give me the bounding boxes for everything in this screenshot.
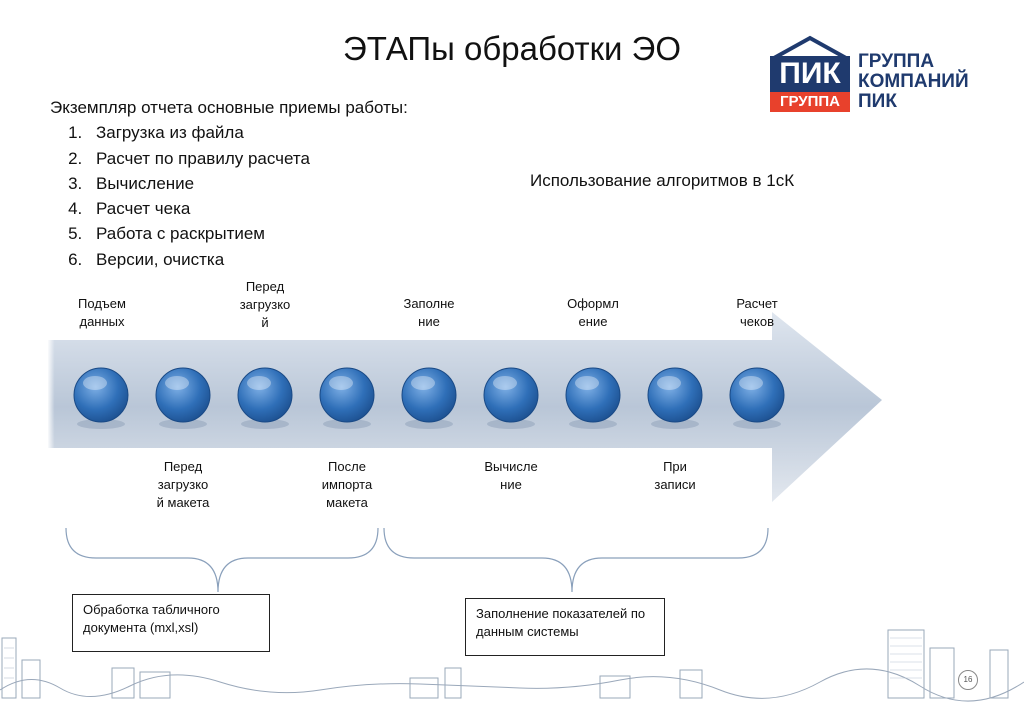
stage-circle bbox=[484, 368, 538, 422]
stage-circle bbox=[566, 368, 620, 422]
logo-text: ГРУППА КОМПАНИЙ ПИК bbox=[858, 52, 969, 112]
logo-line-2: КОМПАНИЙ bbox=[858, 72, 969, 92]
left-brace bbox=[66, 528, 378, 592]
slide-number: 16 bbox=[958, 670, 978, 690]
intro-item: Вычисление bbox=[87, 171, 408, 196]
intro-block: Экземпляр отчета основные приемы работы:… bbox=[50, 95, 408, 272]
intro-heading: Экземпляр отчета основные приемы работы: bbox=[50, 95, 408, 120]
company-logo: ПИК ГРУППА ГРУППА КОМПАНИЙ ПИК bbox=[770, 34, 985, 114]
stage-circle bbox=[402, 368, 456, 422]
intro-item: Расчет чека bbox=[87, 196, 408, 221]
logo-line-3: ПИК bbox=[858, 92, 969, 112]
group-braces bbox=[0, 520, 1024, 600]
intro-item: Загрузка из файла bbox=[87, 120, 408, 145]
logo-mark-top: ПИК bbox=[770, 56, 850, 92]
algo-note: Использование алгоритмов в 1сК bbox=[530, 171, 794, 191]
stage-circle bbox=[238, 368, 292, 422]
city-skyline bbox=[0, 620, 1024, 708]
logo-line-1: ГРУППА bbox=[858, 52, 969, 72]
intro-item: Расчет по правилу расчета bbox=[87, 146, 408, 171]
right-brace bbox=[384, 528, 768, 592]
stage-circle bbox=[648, 368, 702, 422]
intro-item: Версии, очистка bbox=[87, 247, 408, 272]
intro-item: Работа с раскрытием bbox=[87, 221, 408, 246]
stage-circle bbox=[74, 368, 128, 422]
stage-circle bbox=[730, 368, 784, 422]
stage-circle bbox=[320, 368, 374, 422]
stage-circle bbox=[156, 368, 210, 422]
logo-mark-bottom: ГРУППА bbox=[770, 92, 850, 112]
intro-list: Загрузка из файла Расчет по правилу расч… bbox=[50, 120, 408, 272]
